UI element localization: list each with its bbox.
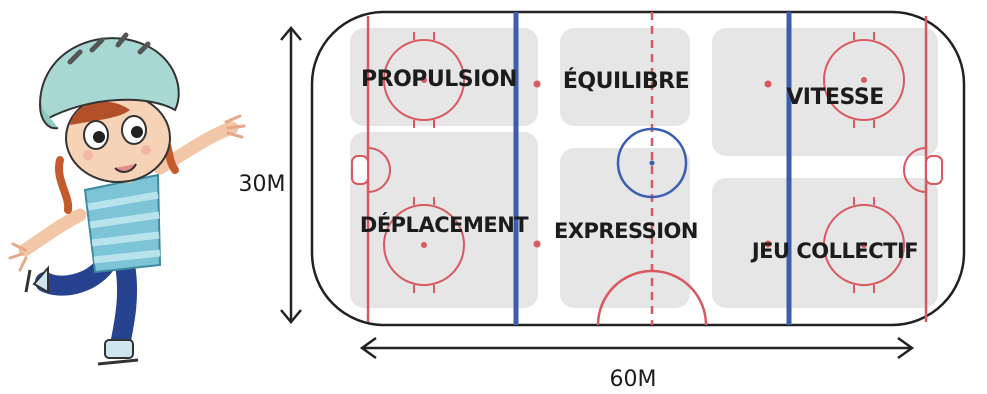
neutral-dot-top-right bbox=[764, 80, 772, 88]
ice-rink: PROPULSION ÉQUILIBRE VITESSE DÉPLACEMENT… bbox=[310, 10, 966, 327]
faceoff-circle-bottom-right bbox=[823, 204, 905, 286]
neutral-dot-bottom-left bbox=[533, 240, 541, 248]
helmet-icon bbox=[38, 32, 180, 130]
height-label: 30M bbox=[239, 172, 286, 197]
zone-label-jeu-collectif: JEU COLLECTIF bbox=[750, 239, 918, 263]
goal-right bbox=[903, 147, 943, 193]
referee-crease bbox=[596, 269, 708, 326]
zone-label-expression: EXPRESSION bbox=[554, 219, 698, 243]
zone-label-vitesse: VITESSE bbox=[786, 85, 883, 110]
goal-left bbox=[351, 147, 391, 193]
center-circle bbox=[616, 127, 688, 199]
zone-label-deplacement: DÉPLACEMENT bbox=[360, 212, 529, 237]
width-label: 60M bbox=[610, 367, 657, 392]
zone-block-expression bbox=[560, 148, 690, 308]
zone-label-propulsion: PROPULSION bbox=[361, 67, 517, 92]
skater-character-illustration bbox=[8, 32, 246, 366]
neutral-dot-bottom-right bbox=[764, 240, 772, 248]
faceoff-circle-bottom-left bbox=[383, 204, 465, 286]
faceoff-circle-top-left bbox=[383, 39, 465, 121]
width-dimension: 60M bbox=[359, 336, 915, 392]
neutral-dot-top-left bbox=[533, 80, 541, 88]
zone-block-equilibre bbox=[560, 28, 690, 126]
faceoff-circle-top-right bbox=[823, 39, 905, 121]
zone-label-equilibre: ÉQUILIBRE bbox=[563, 68, 689, 94]
zone-block-deplacement bbox=[350, 132, 538, 308]
zone-block-propulsion bbox=[350, 28, 538, 126]
height-dimension: 30M bbox=[239, 26, 302, 324]
